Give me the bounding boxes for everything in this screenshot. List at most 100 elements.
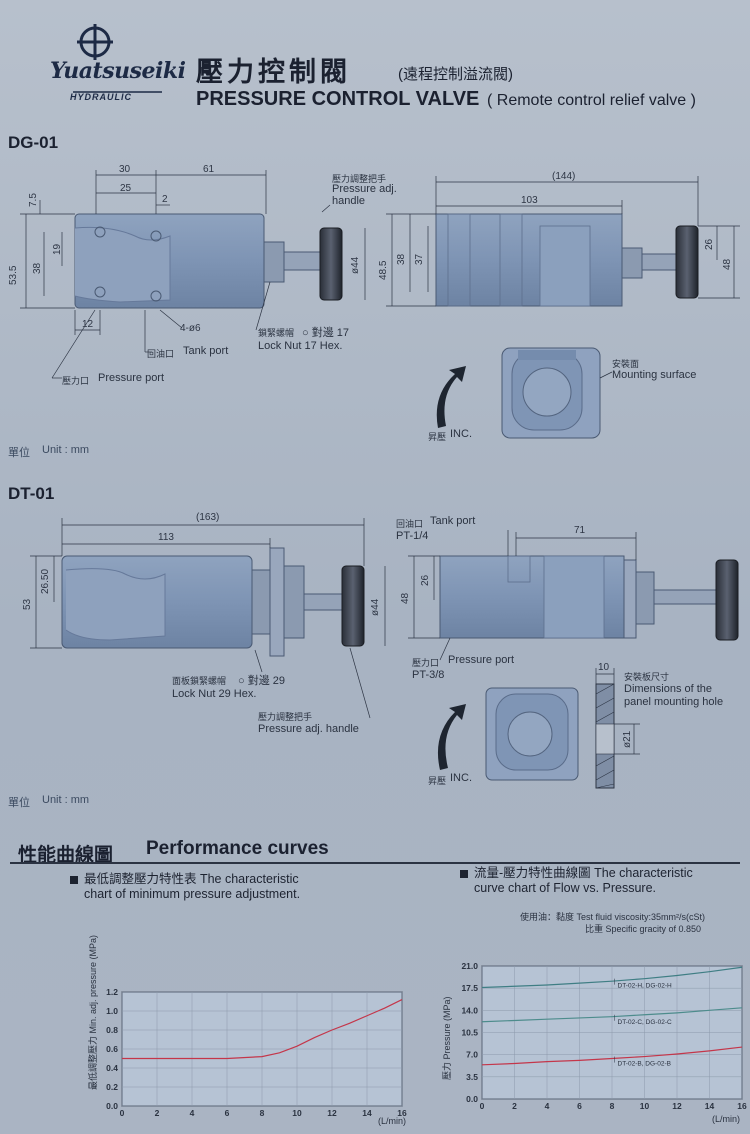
dg01-drawing [20, 170, 740, 439]
dim-4-o6: 4-ø6 [180, 323, 201, 334]
x-tick-label: 6 [225, 1108, 230, 1118]
right-chart-title-zh: 流量-壓力特性曲線圖 The characteristic [474, 866, 693, 880]
y-tick-label: 0.8 [106, 1025, 118, 1035]
dt-inc-en: INC. [450, 772, 472, 784]
handle-label-zh: 壓力調整把手 [332, 174, 387, 184]
dim-163: (163) [196, 512, 220, 523]
unit-en-dg: Unit : mm [42, 444, 90, 456]
dt-locknut-hex: ○ 對邊 29 [238, 675, 285, 687]
mount-label-zh: 安裝面 [612, 359, 640, 369]
chart2-ylabel: 壓力 Pressure (MPa) [442, 996, 452, 1080]
y-tick-label: 0.0 [106, 1101, 118, 1111]
dt-handle-zh: 壓力調整把手 [258, 712, 313, 722]
dt-pressure-pt: PT-3/8 [412, 669, 445, 681]
chart1-xlabel: (L/min) [378, 1116, 407, 1126]
x-tick-label: 0 [120, 1108, 125, 1118]
y-tick-label: 14.0 [461, 1005, 478, 1015]
dim-10: 10 [598, 662, 610, 673]
series-line [481, 1007, 743, 1023]
series-line [481, 1046, 743, 1066]
dt-tank-zh: 回油口 [396, 519, 424, 529]
right-chart-title-en: curve chart of Flow vs. Pressure. [474, 881, 657, 895]
series-label: DT-02-C, DG-02-C [618, 1019, 672, 1026]
x-tick-label: 0 [480, 1101, 485, 1111]
pressure-label-zh: 壓力口 [62, 376, 90, 386]
x-tick-label: 16 [737, 1101, 747, 1111]
inc-label-en: INC. [450, 428, 472, 440]
perf-title-en: Performance curves [146, 838, 329, 859]
x-tick-label: 10 [640, 1101, 650, 1111]
dt-tank-pt: PT-1/4 [396, 530, 429, 542]
unit-en-dt: Unit : mm [42, 794, 90, 806]
dim-2: 2 [162, 194, 168, 205]
x-tick-label: 2 [512, 1101, 517, 1111]
dim-71: 71 [574, 525, 586, 536]
x-tick-label: 4 [190, 1108, 195, 1118]
x-tick-label: 8 [260, 1108, 265, 1118]
x-tick-label: 6 [577, 1101, 582, 1111]
dim-144: (144) [552, 171, 576, 182]
dt-pressure-zh: 壓力口 [412, 658, 440, 668]
dt-tank-en: Tank port [430, 515, 476, 527]
brand-sub: HYDRAULIC [70, 92, 132, 102]
x-tick-label: 12 [672, 1101, 682, 1111]
tank-label-zh: 回油口 [147, 349, 175, 359]
perf-title-zh: 性能曲線圖 [18, 845, 114, 866]
y-tick-label: 10.5 [461, 1028, 478, 1038]
dim-25: 25 [120, 183, 132, 194]
handle-label-en: Pressure adj. [332, 183, 397, 195]
dt-locknut-en: Lock Nut 29 Hex. [172, 688, 257, 700]
left-chart-title-en: chart of minimum pressure adjustment. [84, 887, 301, 901]
chart2-xlabel: (L/min) [712, 1114, 741, 1124]
series-label: DT-02-B, DG-02-B [618, 1061, 671, 1068]
logo-emblem [73, 24, 162, 93]
y-tick-label: 0.6 [106, 1044, 118, 1054]
series-label: DT-02-H, DG-02-H [618, 983, 672, 990]
series-line [122, 999, 403, 1060]
y-tick-label: 3.5 [466, 1072, 478, 1082]
dt-pressure-en: Pressure port [448, 654, 515, 666]
y-tick-label: 21.0 [461, 961, 478, 971]
x-tick-label: 14 [705, 1101, 715, 1111]
unit-zh-dt: 單位 [8, 797, 30, 809]
y-tick-label: 1.2 [106, 987, 118, 997]
y-tick-label: 0.2 [106, 1082, 118, 1092]
title-en-sub: ( Remote control relief valve ) [487, 92, 696, 109]
model-dt01: DT-01 [8, 484, 55, 503]
bullet-left [70, 876, 78, 884]
x-tick-label: 4 [545, 1101, 550, 1111]
dim-103: 103 [521, 195, 538, 206]
dt-inc-zh: 昇壓 [428, 776, 447, 786]
y-tick-label: 1.0 [106, 1006, 118, 1016]
dim-30: 30 [119, 164, 131, 175]
x-tick-label: 10 [292, 1108, 302, 1118]
dim-12: 12 [82, 319, 94, 330]
unit-zh-dg: 單位 [8, 447, 30, 459]
tank-label-en: Tank port [183, 345, 229, 357]
dim-61: 61 [203, 164, 215, 175]
fluid-note: 使用油：黏度 Test fluid viscosity:35mm²/s(cSt) [520, 912, 706, 922]
title-en: PRESSURE CONTROL VALVE [196, 88, 480, 110]
title-zh-sub: (遠程控制溢流閥) [398, 66, 513, 83]
inc-label-zh: 昇壓 [428, 432, 447, 442]
y-tick-label: 0.0 [466, 1094, 478, 1104]
perf-rule [10, 862, 740, 864]
model-dg01: DG-01 [8, 133, 59, 152]
y-tick-label: 7.0 [466, 1050, 478, 1060]
x-tick-label: 2 [155, 1108, 160, 1118]
dt-panel-zh: 安裝板尺寸 [624, 672, 670, 682]
brand-logo: Yuatsuseiki [50, 58, 186, 84]
left-chart-title-zh: 最低調整壓力特性表 The characteristic [84, 872, 299, 886]
x-tick-label: 14 [362, 1108, 372, 1118]
title-zh: 壓力控制閥 [196, 57, 351, 87]
series-line [481, 966, 743, 989]
gravity-note: 比重 Specific gracity of 0.850 [585, 924, 702, 934]
pressure-label-en: Pressure port [98, 372, 165, 384]
dim-113: 113 [158, 532, 174, 543]
locknut-label-en: Lock Nut 17 Hex. [258, 340, 343, 352]
dt-panel-en2: panel mounting hole [624, 696, 724, 708]
dt-locknut-zh: 面板鎖緊螺帽 [172, 676, 227, 686]
